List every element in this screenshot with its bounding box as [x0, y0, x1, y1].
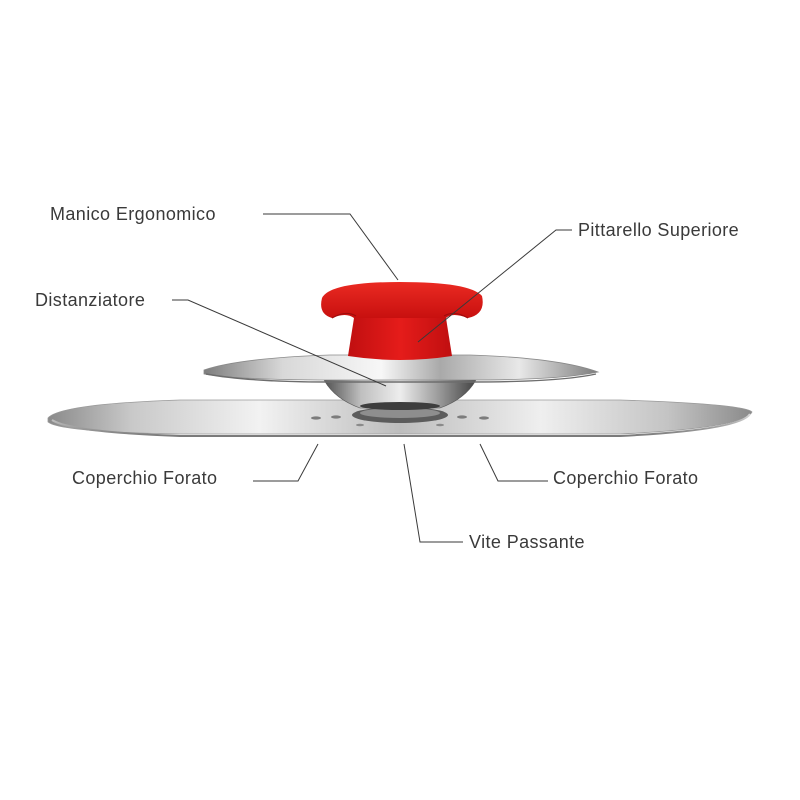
- leader-coperchio-right: [479, 443, 548, 482]
- hole: [436, 423, 444, 427]
- hole: [356, 423, 364, 427]
- hole: [457, 415, 467, 419]
- leader-pittarello: [417, 229, 572, 343]
- spacer-cone: [321, 375, 479, 410]
- label-manico-ergonomico: Manico Ergonomico: [50, 204, 216, 224]
- hole: [311, 416, 321, 420]
- leader-lines: [172, 213, 572, 543]
- red-knob: [321, 282, 483, 360]
- label-vite-passante: Vite Passante: [469, 532, 585, 552]
- label-coperchio-forato-left: Coperchio Forato: [72, 468, 218, 488]
- leader-manico: [263, 213, 399, 281]
- leader-vite: [403, 443, 463, 543]
- through-screw-base: [352, 407, 448, 423]
- label-coperchio-forato-right: Coperchio Forato: [553, 468, 699, 488]
- hole: [331, 415, 341, 419]
- leader-distanziatore: [172, 299, 387, 387]
- label-distanziatore: Distanziatore: [35, 290, 146, 310]
- leader-coperchio-left: [253, 443, 319, 482]
- upper-plate: [203, 354, 600, 383]
- hole: [479, 416, 489, 420]
- label-pittarello-superiore: Pittarello Superiore: [578, 220, 740, 240]
